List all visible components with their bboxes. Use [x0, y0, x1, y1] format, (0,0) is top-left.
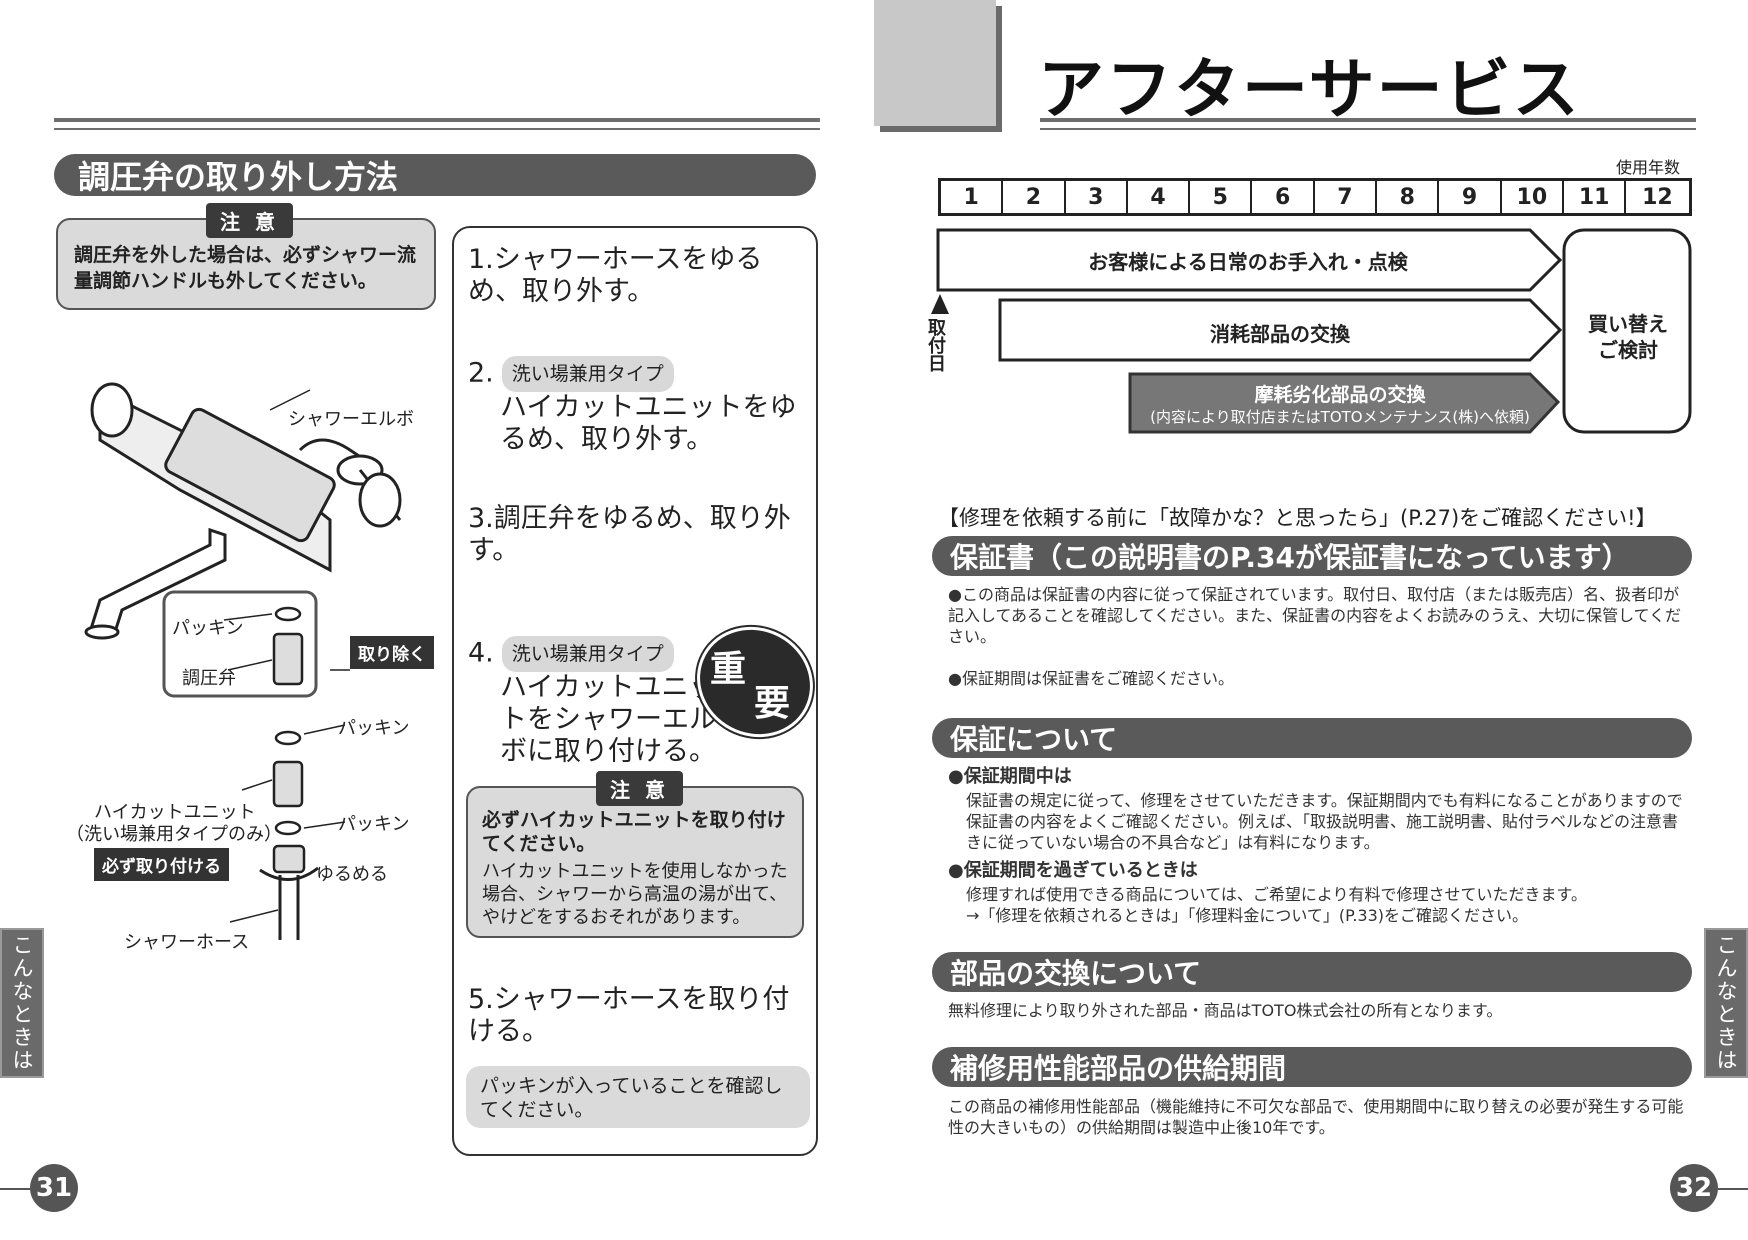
year-cell: 1 [941, 180, 1004, 214]
body-text: 無料修理により取り外された部品・商品はTOTO株式会社の所有となります。 [948, 1001, 1503, 1020]
section-title: 調圧弁の取り外し方法 [54, 154, 816, 196]
year-cell: 7 [1315, 180, 1378, 214]
step-number: 4. [468, 637, 494, 669]
step-text: シャワーホースを取り付ける。 [468, 984, 790, 1047]
page-rule [1718, 1188, 1748, 1190]
side-tab: こんなときは [1704, 928, 1748, 1078]
label-packing: パッキン [172, 618, 244, 639]
step-number: 2. [468, 357, 494, 389]
year-cell: 9 [1439, 180, 1502, 214]
warranty-period-text: ●保証期間は保証書をご確認ください。 [948, 669, 1234, 688]
header-rule [54, 118, 820, 122]
type-tag: 洗い場兼用タイプ [501, 636, 674, 672]
steps-panel [452, 226, 818, 1156]
label-loosen: ゆるめる [316, 864, 388, 885]
years-label: 使用年数 [1616, 158, 1681, 177]
year-cell: 12 [1642, 184, 1673, 210]
label-shower-elbow: シャワーエルボ [288, 409, 414, 430]
replace-line: ご検討 [1598, 338, 1658, 362]
section-title: 補修用性能部品の供給期間 [932, 1047, 1692, 1087]
lifecycle-arrows [936, 228, 1692, 434]
year-cell: 10 [1502, 180, 1564, 214]
side-tab: こんなときは [0, 928, 44, 1078]
year-cell: 8 [1377, 180, 1440, 214]
bar-wear-sub: (内容により取付店またはTOTOメンテナンス(株)へ依頼) [1150, 408, 1530, 426]
title-block [874, 0, 996, 126]
caution-tag: 注 意 [596, 771, 683, 806]
header-rule [54, 128, 820, 130]
year-cell: 6 [1253, 180, 1315, 214]
replace-line: 買い替え [1588, 312, 1668, 336]
label-packing: パッキン [338, 718, 410, 739]
body-text: →「修理を依頼されるときは」「修理料金について」(P.33)をご確認ください。 [966, 906, 1529, 925]
label-packing: パッキン [338, 814, 410, 835]
label-hicut-unit: ハイカットユニット [94, 802, 256, 823]
step-number: 1. [468, 244, 494, 275]
important-char: 要 [754, 683, 791, 724]
subheading: ●保証期間を過ぎているときは [948, 860, 1198, 881]
body-text: 修理すれば使用できる商品については、ご希望により有料で修理させていただきます。 [966, 885, 1587, 904]
step-text: ハイカットユニットをゆるめ、取り外す。 [500, 392, 797, 455]
warranty-text: ●この商品は保証書の内容に従って保証されています。取付日、取付店（または販売店）… [948, 585, 1682, 646]
caution-box [466, 786, 804, 938]
section-title: 部品の交換について [932, 952, 1692, 992]
bar-consumable: 消耗部品の交換 [1210, 322, 1350, 346]
year-cell: 4 [1128, 180, 1191, 214]
step-2: 2.洗い場兼用タイプ ハイカットユニットをゆるめ、取り外す。 [468, 356, 808, 456]
body-text: 保証書の規定に従って、修理をさせていただきます。保証期間内でも有料になることがあ… [966, 791, 1683, 852]
label-remove: 取り除く [350, 636, 434, 669]
page-number: 32 [1670, 1164, 1718, 1212]
repair-notice: 【修理を依頼する前に「故障かな？と思ったら」(P.27)をご確認ください!】 [938, 506, 1657, 530]
year-cell: 5 [1190, 180, 1253, 214]
step-5: 5.シャワーホースを取り付ける。 [468, 984, 808, 1048]
label-shower-hose: シャワーホース [124, 932, 250, 953]
type-tag: 洗い場兼用タイプ [501, 356, 674, 392]
caution-bold-text: 必ずハイカットユニットを取り付けてください。 [482, 809, 786, 855]
section-title: 保証書（この説明書のP.34が保証書になっています） [932, 536, 1692, 576]
subheading: ●保証期間中は [948, 766, 1072, 787]
header-rule [1040, 118, 1696, 122]
install-date-label: 取付日 [925, 318, 946, 372]
faucet-illustration [84, 382, 402, 940]
body-text: この商品の補修用性能部品（機能維持に不可欠な部品で、使用期間中に取り替えの必要が… [948, 1097, 1684, 1137]
step-text: ハイカットユニットをシャワーエルボに取り付ける。 [500, 672, 716, 767]
year-cell: 3 [1066, 180, 1128, 214]
caution-text: 調圧弁を外した場合は、必ずシャワー流量調節ハンドルも外してください。 [74, 244, 417, 292]
label-valve: 調圧弁 [182, 668, 236, 689]
note-box: パッキンが入っていることを確認してください。 [466, 1066, 810, 1128]
label-must-attach: 必ず取り付ける [94, 848, 229, 881]
step-number: 5. [468, 984, 494, 1015]
step-text: シャワーホースをゆるめ、取り外す。 [468, 244, 763, 307]
step-number: 3. [468, 503, 494, 534]
page-title: アフターサービス [1038, 51, 1581, 128]
caution-tag: 注 意 [206, 203, 293, 238]
caution-text: ハイカットユニットを使用しなかった場合、シャワーから高温の湯が出て、やけどをする… [482, 861, 788, 928]
important-char: 重 [710, 649, 747, 690]
year-cell: 11 [1564, 180, 1627, 214]
step-4: 4.洗い場兼用タイプ ハイカットユニットをシャワーエルボに取り付ける。 [468, 636, 718, 768]
bar-daily-care: お客様による日常のお手入れ・点検 [1088, 250, 1408, 274]
step-text: 調圧弁をゆるめ、取り外す。 [468, 503, 791, 566]
step-3: 3.調圧弁をゆるめ、取り外す。 [468, 503, 808, 567]
install-arrow-icon [931, 294, 949, 314]
header-rule [1040, 128, 1696, 130]
page-rule [0, 1188, 30, 1190]
step-1: 1.シャワーホースをゆるめ、取り外す。 [468, 244, 808, 308]
bar-wear-title: 摩耗劣化部品の交換 [1254, 384, 1426, 406]
label-hicut-note: （洗い場兼用タイプのみ） [66, 824, 282, 845]
page-number: 31 [30, 1164, 78, 1212]
year-cell: 2 [1003, 180, 1066, 214]
section-title: 保証について [932, 718, 1692, 758]
